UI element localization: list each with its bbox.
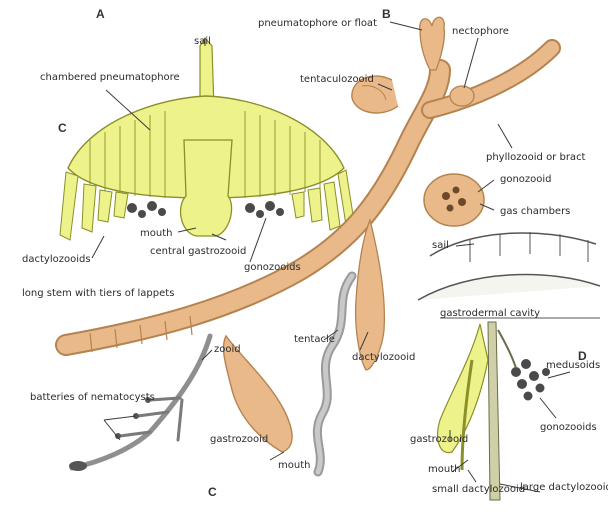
label-gonozooids-d: gonozooids bbox=[540, 422, 597, 433]
label-medusoids: medusoids bbox=[546, 360, 600, 371]
dactylozooid-b bbox=[356, 220, 385, 370]
gonozooid-b bbox=[424, 174, 484, 226]
tentacle-c bbox=[317, 276, 352, 472]
panel-letter-c-lower: C bbox=[208, 485, 217, 499]
label-tentaculozooid: tentaculozooid bbox=[300, 74, 374, 85]
label-gas-chambers: gas chambers bbox=[500, 206, 570, 217]
label-dactylozooids-a: dactylozooids bbox=[22, 254, 91, 265]
label-chambered-pneumatophore: chambered pneumatophore bbox=[40, 72, 180, 83]
label-long-stem: long stem with tiers of lappets bbox=[22, 288, 174, 299]
central-gastrozooid bbox=[181, 140, 232, 236]
label-pneumatophore-float: pneumatophore or float bbox=[258, 18, 377, 29]
label-gonozooids-a: gonozooids bbox=[244, 262, 301, 273]
label-small-dactylozooid: small dactylozooid bbox=[432, 484, 525, 495]
label-mouth-c: mouth bbox=[278, 460, 310, 471]
label-central-gastrozooid: central gastrozooid bbox=[150, 246, 246, 257]
label-dactylozooid-b: dactylozooid bbox=[352, 352, 415, 363]
panel-letter-b: B bbox=[382, 7, 391, 21]
label-mouth-d: mouth bbox=[428, 464, 460, 475]
panel-a-colony bbox=[60, 38, 356, 240]
label-phyllozooid-bract: phyllozooid or bract bbox=[486, 152, 586, 163]
label-batteries: batteries of nematocysts bbox=[30, 392, 155, 403]
label-zooid-mid: zooid bbox=[214, 344, 241, 355]
nectophore bbox=[450, 86, 474, 106]
label-sail-d: sail bbox=[432, 240, 449, 251]
label-large-dactylozooid: large dactylozooid bbox=[520, 482, 608, 493]
label-gonozooid-b: gonozooid bbox=[500, 174, 552, 185]
label-sail-top: sail bbox=[194, 36, 211, 47]
label-gastrozooid-d: gastrozooid bbox=[410, 434, 468, 445]
label-gastrozooid-c: gastrozooid bbox=[210, 434, 268, 445]
label-gastrodermal-cavity: gastrodermal cavity bbox=[440, 308, 540, 319]
large-dactylozooid bbox=[488, 322, 500, 500]
label-mouth-a: mouth bbox=[140, 228, 172, 239]
panel-letter-a: A bbox=[96, 7, 105, 21]
panel-letter-c-upper: C bbox=[58, 121, 67, 135]
label-nectophore: nectophore bbox=[452, 26, 509, 37]
label-tentacle: tentacle bbox=[294, 334, 335, 345]
